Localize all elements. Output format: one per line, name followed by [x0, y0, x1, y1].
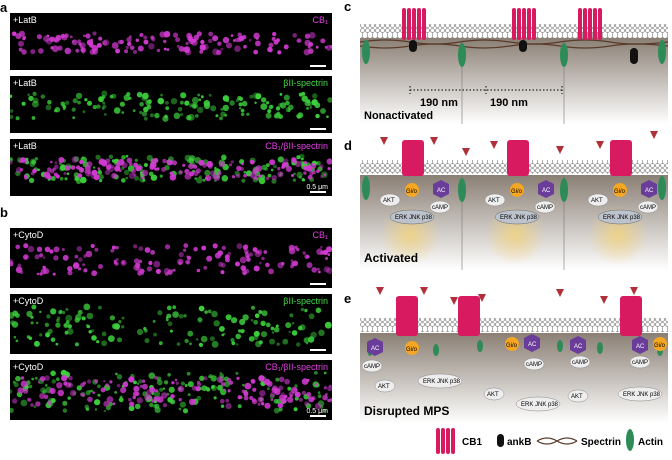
micro-a2-scalebar	[310, 128, 326, 130]
svg-text:ERK JNK p38: ERK JNK p38	[603, 215, 641, 221]
micro-a2-treatment: +LatB	[13, 78, 37, 88]
legend-actin-label: Actin	[638, 437, 663, 448]
state-label-e: Disrupted MPS	[364, 404, 449, 418]
panel-letter-a: a	[0, 0, 8, 15]
panel-c: 190 nm 190 nm Nonactivated	[359, 8, 669, 124]
actin-icon	[362, 40, 666, 67]
micro-b2-scalebar	[310, 349, 326, 351]
micro-a1-channel: CB₁	[312, 15, 328, 25]
panel-e: Gi/o AC cAMP AKT ERK JNK p38 Gi/o AC cAM…	[360, 287, 668, 423]
svg-text:cAMP: cAMP	[526, 362, 542, 368]
micro-b3-image	[10, 369, 332, 414]
micro-a1-image	[11, 30, 332, 56]
panel-letter-b: b	[0, 205, 8, 220]
micro-a3-scalebar	[310, 191, 326, 193]
legend-ankb-label: ankB	[507, 437, 531, 448]
svg-text:ERK JNK p38: ERK JNK p38	[521, 402, 559, 408]
micro-a3-treatment: +LatB	[13, 141, 37, 151]
svg-text:AC: AC	[636, 344, 645, 350]
svg-text:Gi/o: Gi/o	[654, 343, 666, 349]
micro-a2: +LatB βII-spectrin	[10, 76, 332, 133]
svg-text:cAMP: cAMP	[364, 364, 380, 370]
svg-text:cAMP: cAMP	[632, 360, 648, 366]
micro-b2-treatment: +CytoD	[13, 296, 44, 306]
micro-b2-image	[10, 303, 332, 348]
svg-text:ERK JNK p38: ERK JNK p38	[395, 215, 433, 221]
svg-text:AKT: AKT	[383, 198, 395, 204]
signaling-d2: Gi/o AC AKT cAMP ERK JNK p38	[484, 180, 556, 225]
micro-b2: +CytoD βII-spectrin	[10, 294, 332, 354]
micro-b3-channel: CB₁/βII-spectrin	[265, 362, 328, 372]
micro-b1-scalebar	[310, 283, 326, 285]
svg-text:AKT: AKT	[571, 394, 583, 400]
svg-text:AC: AC	[437, 188, 446, 194]
micro-b2-channel: βII-spectrin	[283, 296, 328, 306]
micro-a2-image	[10, 90, 332, 122]
cb1-receptor	[402, 8, 602, 40]
micro-a3-scale-label: 0.5 μm	[306, 184, 328, 191]
svg-text:ERK JNK p38: ERK JNK p38	[423, 379, 461, 385]
micro-a1-scalebar	[310, 65, 326, 67]
svg-text:ERK JNK p38: ERK JNK p38	[623, 392, 661, 398]
micro-b3-scale-label: 0.5 μm	[306, 408, 328, 415]
micro-b1-image	[10, 243, 332, 277]
svg-text:AKT: AKT	[378, 384, 390, 390]
ligand-icon	[380, 131, 658, 156]
svg-text:AC: AC	[542, 188, 551, 194]
micro-a3-image	[10, 153, 332, 185]
svg-text:AC: AC	[645, 188, 654, 194]
svg-text:AC: AC	[528, 342, 537, 348]
svg-text:AKT: AKT	[487, 392, 499, 398]
svg-text:Gi/o: Gi/o	[511, 189, 523, 195]
svg-text:AKT: AKT	[488, 198, 500, 204]
signaling-d3: Gi/o AC AKT cAMP ERK JNK p38	[587, 180, 659, 225]
svg-text:cAMP: cAMP	[640, 205, 656, 211]
legend-cb1-label: CB1	[462, 437, 482, 448]
micro-b3: +CytoD CB₁/βII-spectrin 0.5 μm	[10, 360, 332, 420]
legend: CB1 ankB Spectrin Actin	[436, 428, 663, 454]
micro-b1-channel: CB₁	[312, 230, 328, 240]
state-label-d: Activated	[364, 251, 418, 265]
svg-text:Gi/o: Gi/o	[506, 343, 518, 349]
ankb-icon	[409, 40, 417, 52]
svg-text:AKT: AKT	[591, 198, 603, 204]
legend-actin-icon	[626, 429, 634, 451]
legend-spectrin-label: Spectrin	[581, 437, 621, 448]
micro-a1-treatment: +LatB	[13, 15, 37, 25]
distance-label-1: 190 nm	[420, 97, 458, 109]
micro-a1: +LatB CB₁	[10, 13, 332, 70]
panel-letter-e: e	[344, 291, 351, 306]
svg-text:cAMP: cAMP	[432, 205, 448, 211]
micro-b1-treatment: +CytoD	[13, 230, 44, 240]
svg-text:cAMP: cAMP	[572, 360, 588, 366]
signaling-d1: Gi/o AC AKT cAMP ERK JNK p38	[379, 180, 451, 225]
panel-letter-c: c	[344, 0, 351, 14]
panel-letter-d: d	[344, 138, 352, 153]
svg-text:cAMP: cAMP	[537, 205, 553, 211]
svg-text:AC: AC	[574, 344, 583, 350]
micro-a2-channel: βII-spectrin	[283, 78, 328, 88]
distance-label-2: 190 nm	[490, 97, 528, 109]
panel-d	[360, 131, 668, 270]
micro-a3: +LatB CB₁/βII-spectrin 0.5 μm	[10, 139, 332, 196]
micro-b3-treatment: +CytoD	[13, 362, 44, 372]
svg-text:ERK JNK p38: ERK JNK p38	[500, 215, 538, 221]
micro-b1: +CytoD CB₁	[10, 228, 332, 288]
svg-text:Gi/o: Gi/o	[406, 347, 418, 353]
legend-cb1-icon	[436, 428, 455, 454]
legend-ankb-icon	[497, 434, 504, 447]
svg-text:Gi/o: Gi/o	[406, 189, 418, 195]
svg-text:Gi/o: Gi/o	[614, 189, 626, 195]
micro-b3-scalebar	[310, 415, 326, 417]
micro-a3-channel: CB₁/βII-spectrin	[265, 141, 328, 151]
svg-text:AC: AC	[371, 346, 380, 352]
state-label-c: Nonactivated	[364, 110, 433, 122]
